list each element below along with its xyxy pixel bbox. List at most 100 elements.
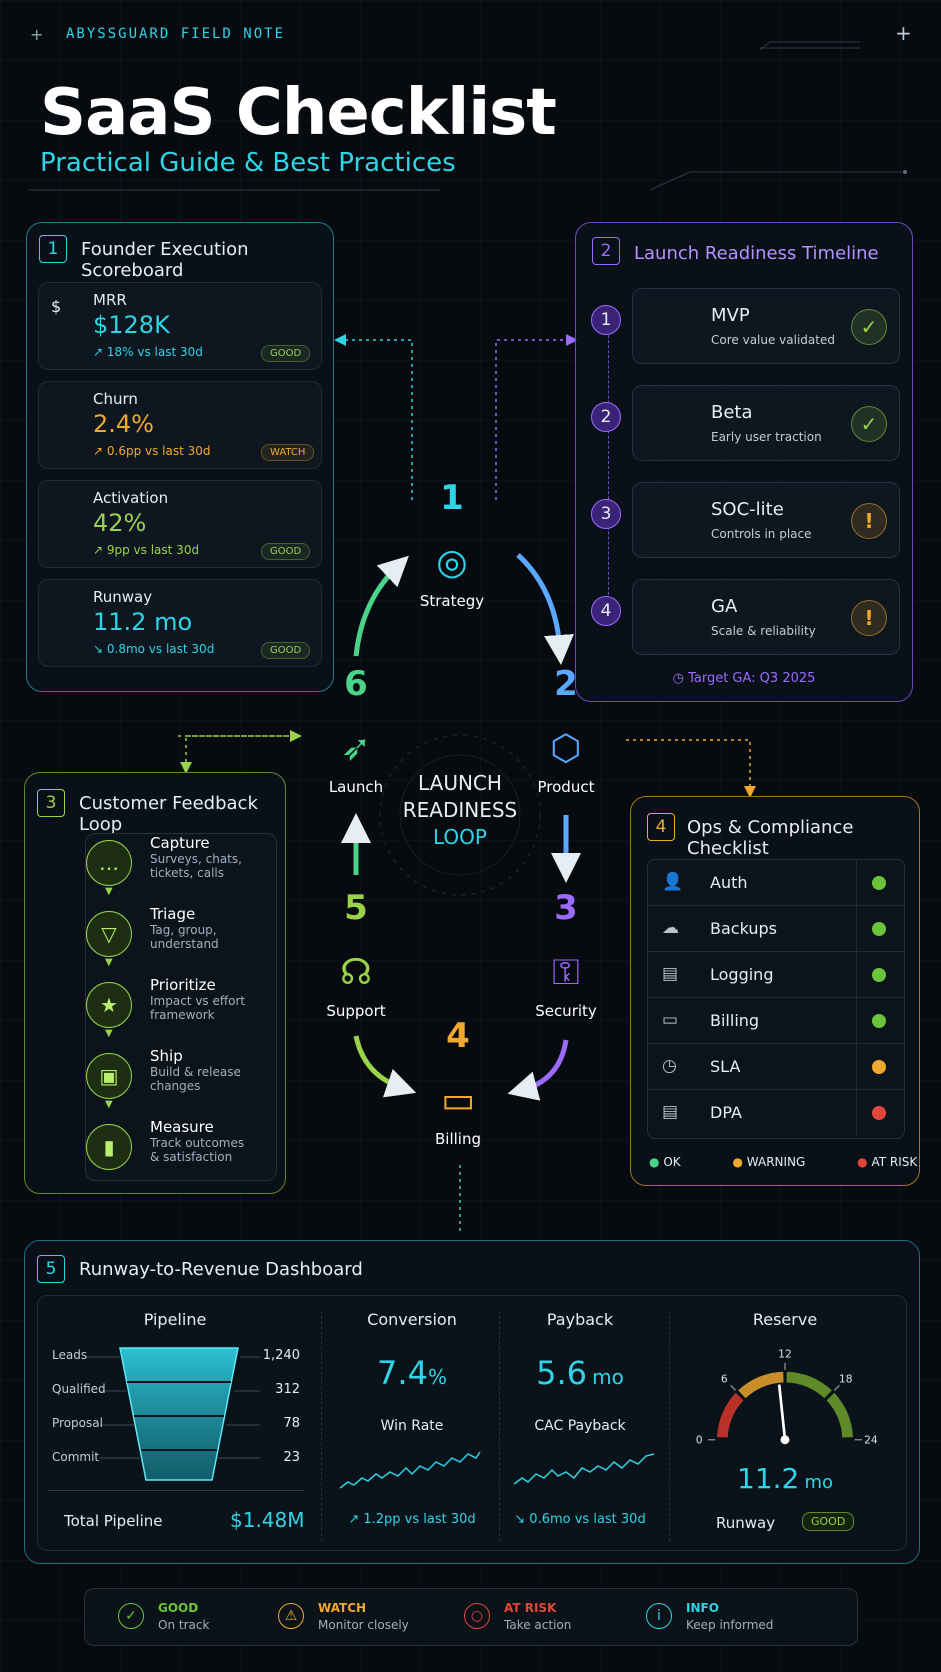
rocket-icon: ➶ bbox=[340, 728, 372, 769]
loop-node-label: Product bbox=[537, 778, 595, 796]
legend-title: GOOD bbox=[158, 1601, 199, 1615]
loop-node-product[interactable]: 2 ⬡ Product bbox=[514, 652, 618, 818]
ops-row[interactable]: ☁Backups bbox=[648, 906, 904, 952]
ops-row[interactable]: ▭Billing bbox=[648, 998, 904, 1044]
pipeline-stage-label: Proposal bbox=[52, 1416, 103, 1430]
feedback-step-desc: Tag, group, bbox=[150, 923, 217, 937]
payback-sparkline bbox=[513, 1453, 655, 1485]
loop-node-support[interactable]: 5☊Support bbox=[304, 876, 408, 1042]
feedback-step-desc: tickets, calls bbox=[150, 866, 224, 880]
conversion-title: Conversion bbox=[367, 1310, 457, 1329]
status-badge: WATCH bbox=[261, 444, 315, 461]
box-icon: ▣ bbox=[86, 1053, 132, 1099]
loop-node-billing[interactable]: 4▭Billing bbox=[406, 1004, 510, 1170]
timeline-step-number: 4 bbox=[591, 596, 621, 626]
gauge-tick-label: 18 bbox=[839, 1373, 853, 1386]
loop-node-number: 4 bbox=[446, 1016, 470, 1056]
timeline-item-title: Beta bbox=[711, 402, 753, 423]
reserve-title: Reserve bbox=[752, 1310, 818, 1329]
legend-title: WATCH bbox=[318, 1601, 367, 1615]
status-dot bbox=[872, 1014, 886, 1028]
feedback-step-title: Measure bbox=[150, 1118, 214, 1136]
panel-title: Launch Readiness Timeline bbox=[634, 243, 879, 264]
pipeline-stage-label: Leads bbox=[52, 1348, 88, 1362]
runway-label: Runway bbox=[716, 1514, 776, 1532]
ops-item-label: DPA bbox=[710, 1103, 742, 1122]
ops-row[interactable]: ▤Logging bbox=[648, 952, 904, 998]
loop-node-number: 2 bbox=[554, 664, 578, 704]
ops-item-label: Backups bbox=[710, 919, 777, 938]
ops-table: 👤Auth☁Backups▤Logging▭Billing◷SLA▤DPA bbox=[647, 859, 905, 1139]
step-arrow: ▼ bbox=[105, 886, 113, 897]
page-title: SaaS Checklist bbox=[40, 76, 557, 150]
check-icon: ✓ bbox=[851, 406, 887, 442]
panel-number: 4 bbox=[647, 813, 675, 841]
payback-value: 5.6 mo bbox=[536, 1354, 624, 1392]
speech-bubble-icon: … bbox=[86, 840, 132, 886]
dollar-icon: $ bbox=[51, 297, 61, 316]
ops-row[interactable]: ◷SLA bbox=[648, 1044, 904, 1090]
feedback-step-desc: framework bbox=[150, 1008, 215, 1022]
loop-node-security[interactable]: 3⚿Security bbox=[514, 876, 618, 1042]
metric-value: $128K bbox=[93, 311, 170, 339]
box-icon: ⬡ bbox=[550, 728, 582, 769]
loop-node-strategy[interactable]: 1◎Strategy bbox=[400, 466, 504, 632]
ops-panel: 4 Ops & Compliance Checklist 👤Auth☁Backu… bbox=[630, 796, 920, 1186]
headset-icon: ☊ bbox=[340, 952, 372, 993]
pipeline-funnel bbox=[86, 1347, 260, 1481]
status-badge: GOOD bbox=[261, 345, 311, 362]
brand-label: ABYSSGUARD FIELD NOTE bbox=[66, 26, 286, 42]
loop-node-label: Security bbox=[535, 1002, 597, 1020]
status-badge: GOOD bbox=[261, 543, 311, 560]
ops-row[interactable]: ▤DPA bbox=[648, 1090, 904, 1136]
feedback-step-desc: Track outcomes bbox=[150, 1136, 245, 1150]
metric-label: MRR bbox=[93, 291, 127, 309]
gauge-tick-label: 12 bbox=[778, 1347, 792, 1360]
pipeline-stage-value: 23 bbox=[283, 1450, 300, 1465]
legend-title: AT RISK bbox=[504, 1601, 557, 1615]
feedback-step-desc: Build & release bbox=[150, 1065, 241, 1079]
gauge-tick-label: 0 bbox=[696, 1433, 703, 1446]
timeline-step-number: 3 bbox=[591, 499, 621, 529]
svg-text:$: $ bbox=[51, 297, 62, 316]
metric-label: Runway bbox=[93, 588, 153, 606]
panel-number: 1 bbox=[39, 235, 67, 263]
legend-title: INFO bbox=[686, 1601, 719, 1615]
metric-card[interactable]: $ MRR $128K ↗ 18% vs last 30d GOOD bbox=[38, 282, 322, 370]
loop-node-launch[interactable]: 6➶Launch bbox=[304, 652, 408, 818]
panel-title: Runway-to-Revenue Dashboard bbox=[79, 1259, 363, 1280]
card-icon: ▭ bbox=[662, 1010, 679, 1030]
warning-icon: ! bbox=[851, 503, 887, 539]
check-icon: ✓ bbox=[851, 309, 887, 345]
metric-delta: ↗ 9pp vs last 30d bbox=[93, 543, 200, 557]
metric-delta: ↗ 18% vs last 30d bbox=[93, 345, 203, 359]
legend-desc: On track bbox=[158, 1618, 210, 1632]
ops-row[interactable]: 👤Auth bbox=[648, 860, 904, 906]
status-dot bbox=[872, 922, 886, 936]
total-pipeline-value: $1.48M bbox=[230, 1508, 305, 1532]
panel-title: Customer Feedback Loop bbox=[79, 793, 258, 835]
status-dot bbox=[872, 1106, 886, 1120]
ops-item-label: SLA bbox=[710, 1057, 741, 1076]
metric-label: Activation bbox=[93, 489, 169, 507]
gauge-tick-label: 24 bbox=[864, 1433, 878, 1446]
loop-node-number: 6 bbox=[344, 664, 368, 704]
document-icon: ▤ bbox=[662, 964, 679, 984]
pipeline-stage-value: 312 bbox=[275, 1382, 300, 1397]
timeline-item-desc: Early user traction bbox=[711, 430, 822, 444]
metric-delta: ↘ 0.8mo vs last 30d bbox=[93, 642, 215, 656]
feedback-step-desc: Impact vs effort bbox=[150, 994, 246, 1008]
